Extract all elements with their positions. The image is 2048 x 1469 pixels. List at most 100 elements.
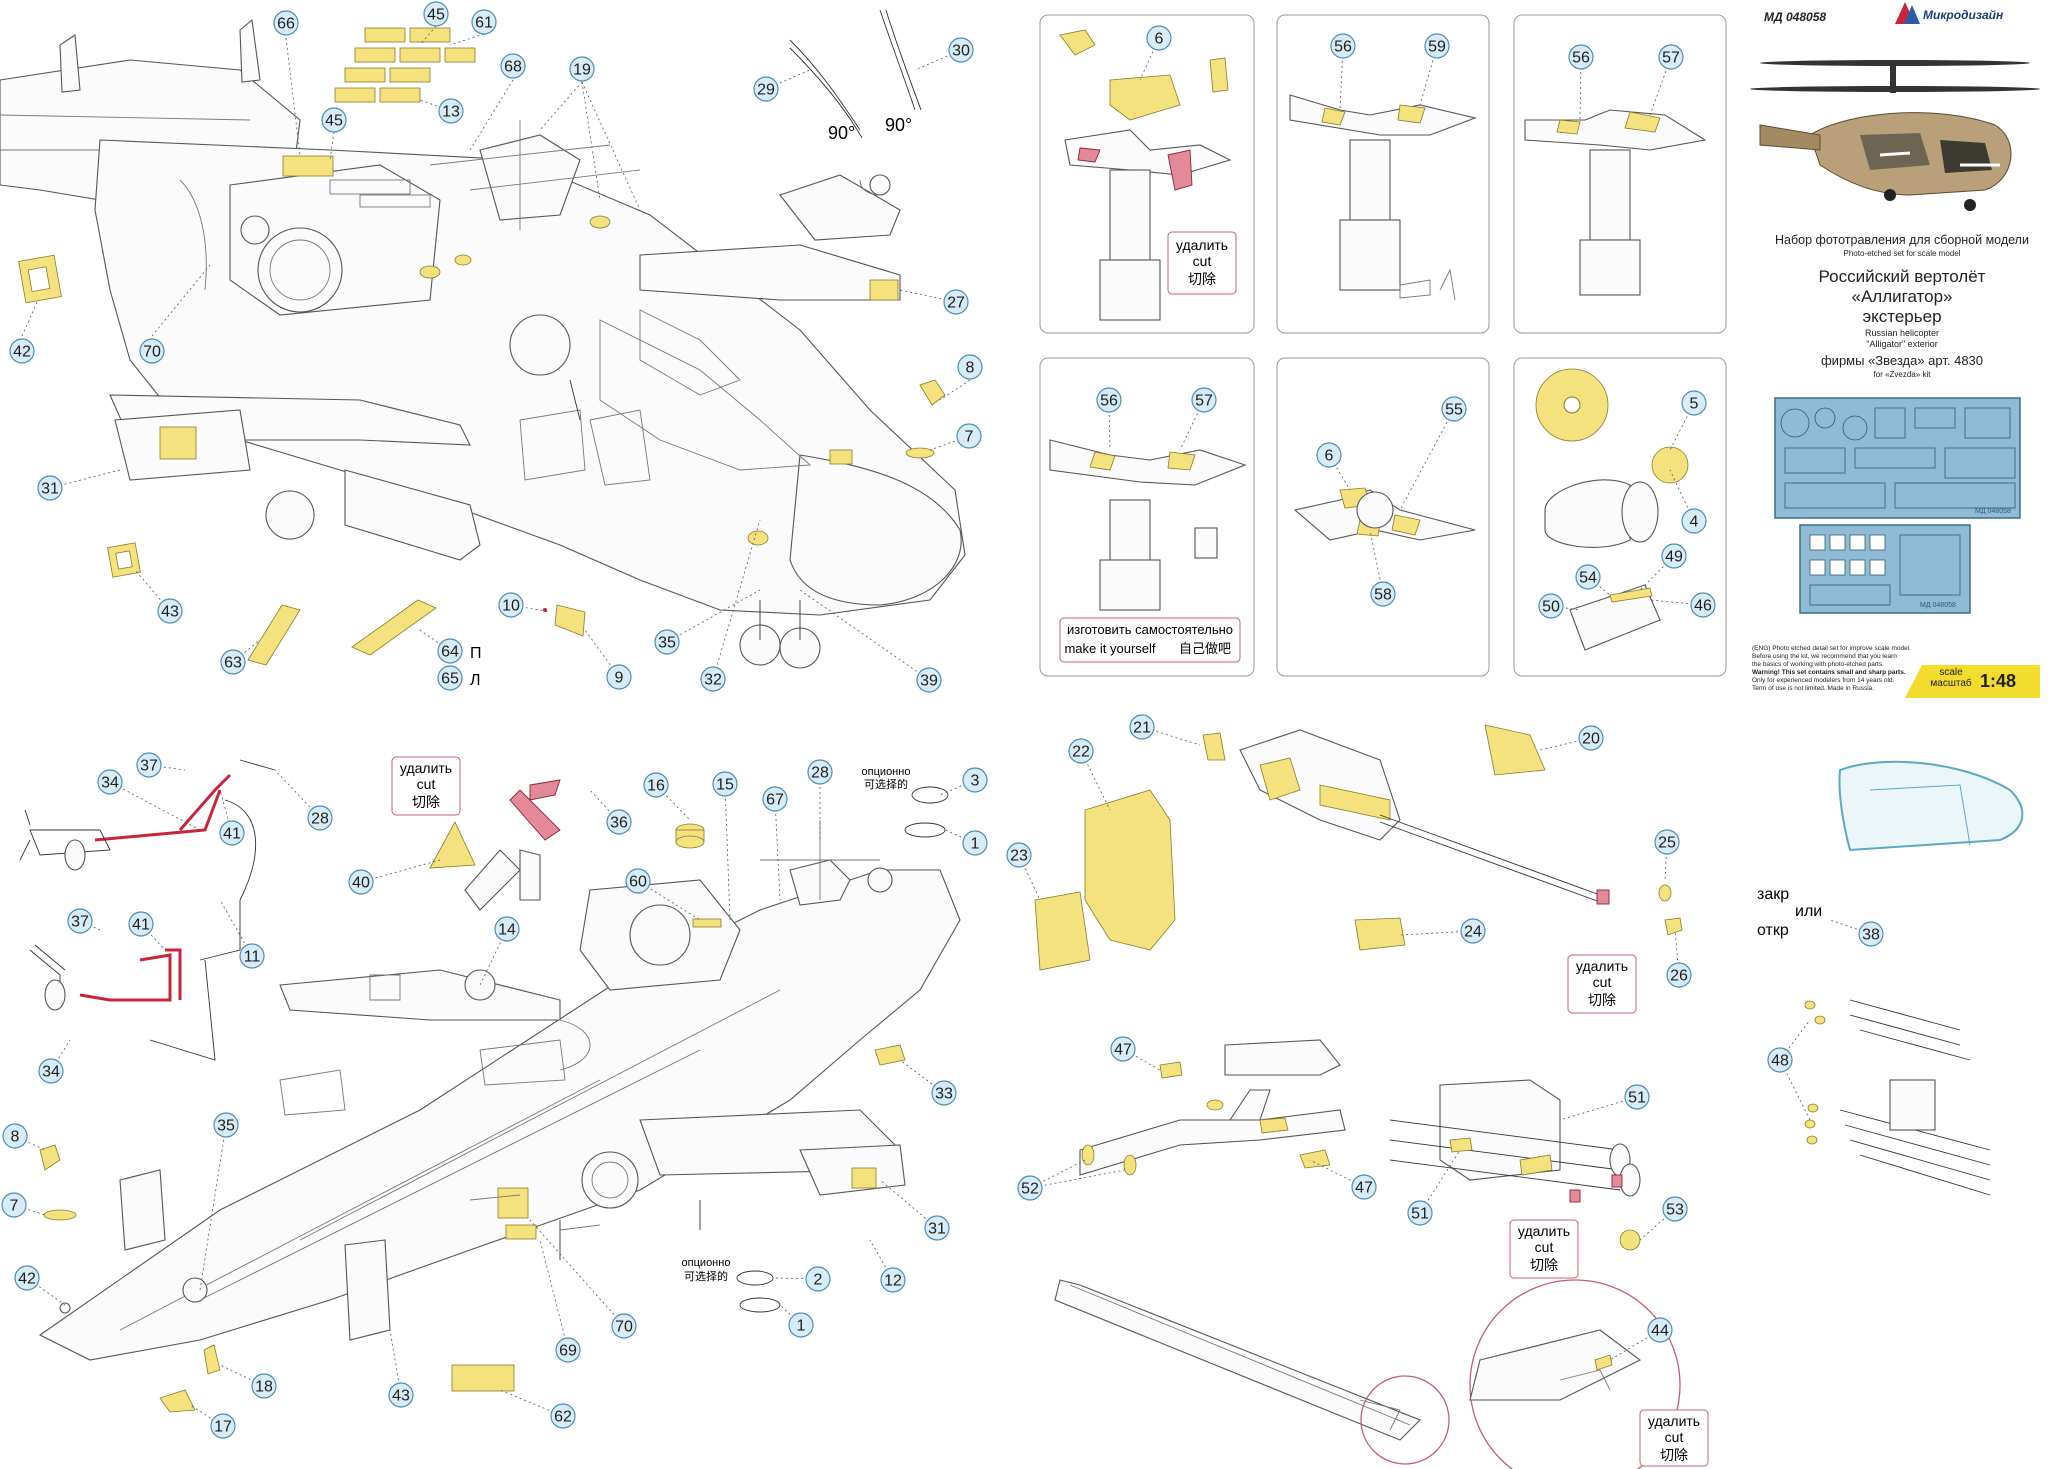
callout-number: 53 (1666, 1202, 1684, 1219)
callout-56: 56 (1330, 33, 1356, 59)
disclaimer-line: the basics of working with photo-etched … (1752, 661, 1884, 668)
svg-text:удалить: удалить (1648, 1413, 1700, 1429)
callout-number: 1 (797, 1318, 806, 1335)
callout-circle (700, 666, 726, 692)
callout-circle (1407, 1200, 1433, 1226)
callout-number: 65 (441, 671, 459, 688)
title-en-2: "Alligator" exterior (1866, 339, 1938, 349)
callout-44: 44 (1647, 1317, 1673, 1343)
callout-number: 52 (1021, 1181, 1039, 1198)
callout-24: 24 (1460, 918, 1486, 944)
callout-59: 59 (1424, 33, 1450, 59)
callout-circle (38, 1058, 64, 1084)
callout-number: 45 (427, 7, 445, 24)
callout-circle (1191, 387, 1217, 413)
callout-56: 56 (1096, 387, 1122, 413)
callout-circle (916, 667, 942, 693)
callout-circle (1661, 543, 1687, 569)
canopy-option-note: закр или откр (1757, 886, 1822, 939)
callout-28: 28 (807, 759, 833, 785)
callout-circle (213, 1112, 239, 1138)
svg-text:可选择的: 可选择的 (864, 777, 908, 791)
callout-circle (1370, 581, 1396, 607)
callout-number: 67 (766, 792, 784, 809)
callout-number: 6 (1325, 448, 1334, 465)
callout-6: 6 (1316, 442, 1342, 468)
callout-circle (1330, 33, 1356, 59)
svg-text:удалить: удалить (400, 760, 452, 776)
callout-circle (606, 809, 632, 835)
optional-note-top: опционно 可选择的 (862, 766, 911, 791)
callout-1: 1 (788, 1312, 814, 1338)
callout-number: 14 (498, 922, 516, 939)
callout-circle (239, 943, 265, 969)
callout-circle (388, 1382, 414, 1408)
callout-51: 51 (1624, 1084, 1650, 1110)
callout-number: 16 (647, 778, 665, 795)
callout-circle (1424, 33, 1450, 59)
callout-number: 29 (757, 82, 775, 99)
callout-number: 62 (554, 1409, 572, 1426)
callout-circle (805, 1266, 831, 1292)
callout-45: 45 (321, 107, 347, 133)
callout-circle (1858, 921, 1884, 947)
callout-number: 47 (1114, 1042, 1132, 1059)
callout-number: 61 (475, 15, 493, 32)
callout-number: 7 (10, 1198, 19, 1215)
svg-text:cut: cut (1665, 1429, 1684, 1445)
callout-37: 37 (67, 908, 93, 934)
callout-number: 38 (1862, 927, 1880, 944)
callout-circle (962, 767, 988, 793)
callout-circle (1575, 564, 1601, 590)
callout-circle (37, 475, 63, 501)
callout-56: 56 (1568, 44, 1594, 70)
callout-circle (273, 10, 299, 36)
subtitle-en: Photo-etched set for scale model (1843, 249, 1961, 258)
brand-name: Микродизайн (1923, 8, 2004, 22)
callout-34: 34 (38, 1058, 64, 1084)
callout-circle (500, 53, 526, 79)
callout-65: 65 (437, 665, 463, 691)
callout-10: 10 (498, 592, 524, 618)
callout-18: 18 (251, 1373, 277, 1399)
callout-circle (555, 1337, 581, 1363)
callout-number: 34 (42, 1064, 60, 1081)
callout-circle (1017, 1175, 1043, 1201)
callout-35: 35 (213, 1112, 239, 1138)
sku-label: МД 048058 (1764, 10, 1827, 24)
callout-number: 46 (1694, 598, 1712, 615)
cut-note-gun: удалить cut 切除 (1567, 954, 1637, 1014)
callout-number: 15 (716, 777, 734, 794)
callout-circle (931, 1080, 957, 1106)
disclaimer-line: Only for experienced modelers from 14 ye… (1752, 677, 1895, 684)
callout-circle (1096, 387, 1122, 413)
callout-number: 34 (101, 775, 119, 792)
callout-number: 12 (884, 1273, 902, 1290)
left-letter: Л (470, 672, 481, 689)
box-art: МД 048058 МД 048058 (1750, 60, 2040, 698)
callout-57: 57 (1191, 387, 1217, 413)
callout-circle (1568, 44, 1594, 70)
svg-text:切除: 切除 (1530, 1257, 1558, 1273)
callout-number: 27 (947, 295, 965, 312)
callout-22: 22 (1068, 738, 1094, 764)
callout-15: 15 (712, 771, 738, 797)
callout-50: 50 (1538, 593, 1564, 619)
callout-number: 56 (1100, 393, 1118, 410)
callout-64: 64 (437, 638, 463, 664)
callout-33: 33 (931, 1080, 957, 1106)
callout-60: 60 (625, 868, 651, 894)
callout-number: 31 (928, 1221, 946, 1238)
callout-number: 70 (615, 1319, 633, 1336)
svg-text:изготовить самостоятельно: изготовить самостоятельно (1067, 622, 1233, 637)
callout-57: 57 (1658, 44, 1684, 70)
callout-number: 42 (13, 344, 31, 361)
callout-number: 47 (1355, 1180, 1373, 1197)
callout-46: 46 (1690, 592, 1716, 618)
callout-circle (1662, 1196, 1688, 1222)
callout-number: 10 (502, 598, 520, 615)
callout-17: 17 (210, 1413, 236, 1439)
callout-circle (753, 76, 779, 102)
cut-note-twin-gun: удалить cut 切除 (1509, 1219, 1579, 1279)
callout-number: 50 (1542, 599, 1560, 616)
